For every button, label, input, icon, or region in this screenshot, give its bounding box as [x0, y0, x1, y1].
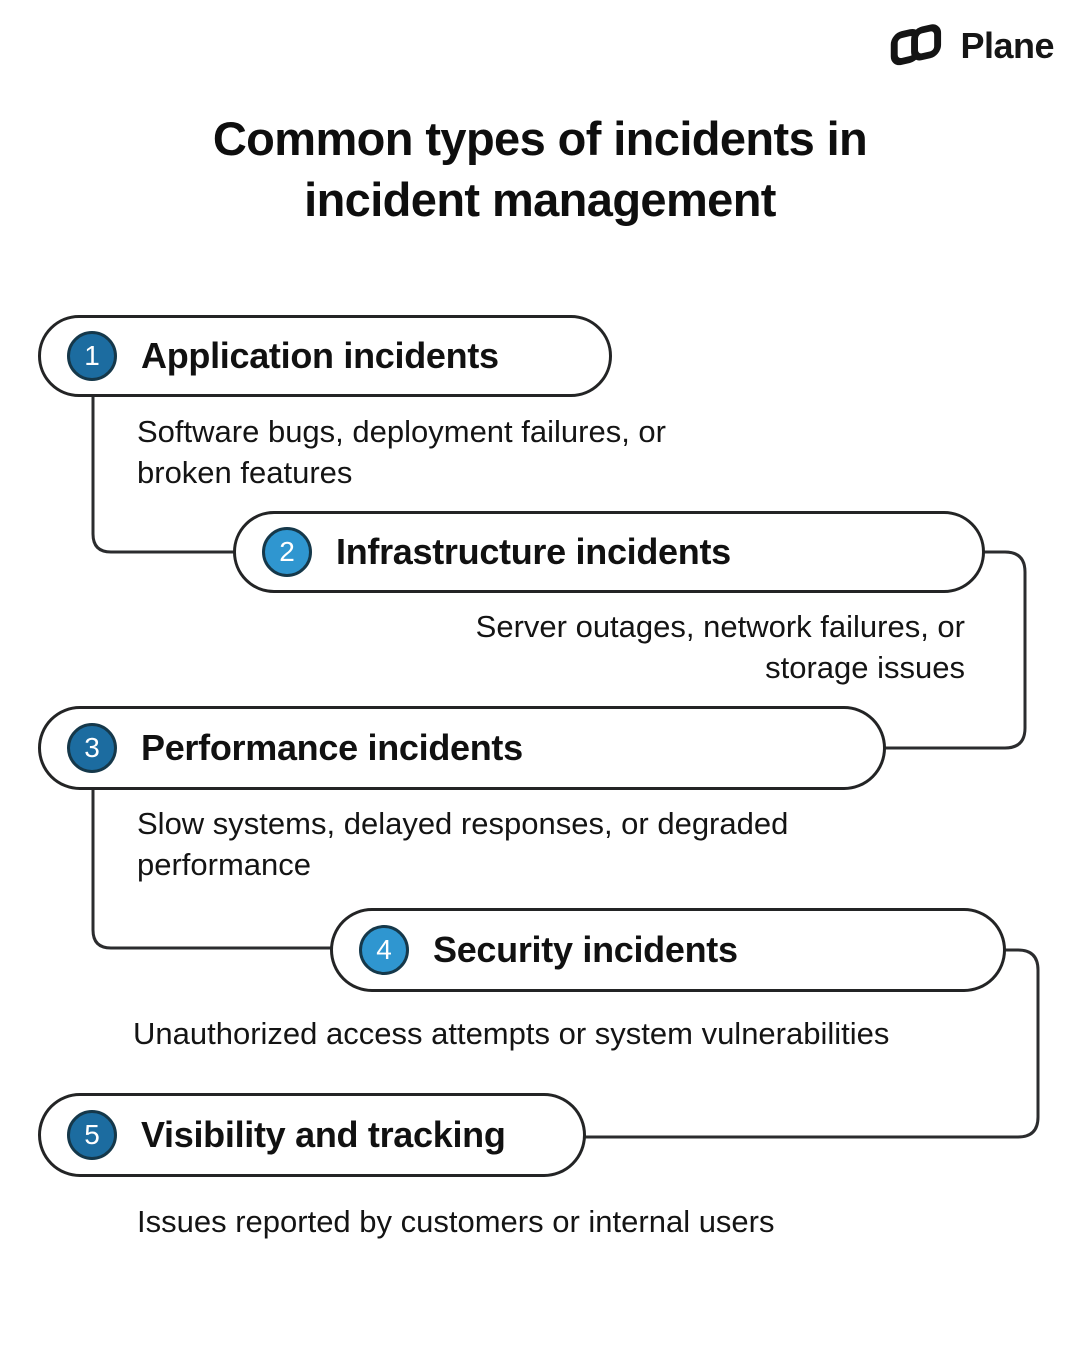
page-title-line-2: incident management [304, 173, 776, 227]
item-pill-visibility-and-tracking: 5 Visibility and tracking [38, 1093, 586, 1177]
item-label: Application incidents [141, 335, 499, 376]
item-number-badge: 2 [262, 527, 312, 577]
item-description: Unauthorized access attempts or system v… [133, 1016, 890, 1051]
plane-logo: Plane [890, 22, 1054, 70]
item-pill-security-incidents: 4 Security incidents [330, 908, 1006, 992]
page-title-line-1: Common types of incidents in [212, 112, 868, 165]
item-number-badge: 1 [67, 331, 117, 381]
page-title: Common types of incidents in incident ma… [0, 108, 1080, 230]
connector-1-2 [91, 388, 255, 554]
plane-logo-icon [891, 24, 942, 66]
item-pill-application-incidents: 1 Application incidents [38, 315, 612, 397]
item-description: Slow systems, delayed responses, or degr… [137, 806, 789, 883]
connector-3-4 [91, 782, 352, 950]
item-number-badge: 3 [67, 723, 117, 773]
connector-2-3 [858, 550, 1027, 750]
item-label: Performance incidents [141, 727, 523, 768]
connector-4-5 [563, 948, 1040, 1139]
item-label: Infrastructure incidents [336, 531, 731, 572]
item-description: Issues reported by customers or internal… [137, 1204, 775, 1239]
item-description: Server outages, network failures, or sto… [475, 609, 965, 686]
item-number-badge: 4 [359, 925, 409, 975]
item-label: Security incidents [433, 929, 738, 970]
item-label: Visibility and tracking [141, 1114, 506, 1155]
item-pill-performance-incidents: 3 Performance incidents [38, 706, 886, 790]
plane-logo-text: Plane [960, 25, 1054, 66]
item-description: Software bugs, deployment failures, or b… [137, 414, 666, 491]
item-pill-infrastructure-incidents: 2 Infrastructure incidents [233, 511, 985, 593]
item-number-badge: 5 [67, 1110, 117, 1160]
